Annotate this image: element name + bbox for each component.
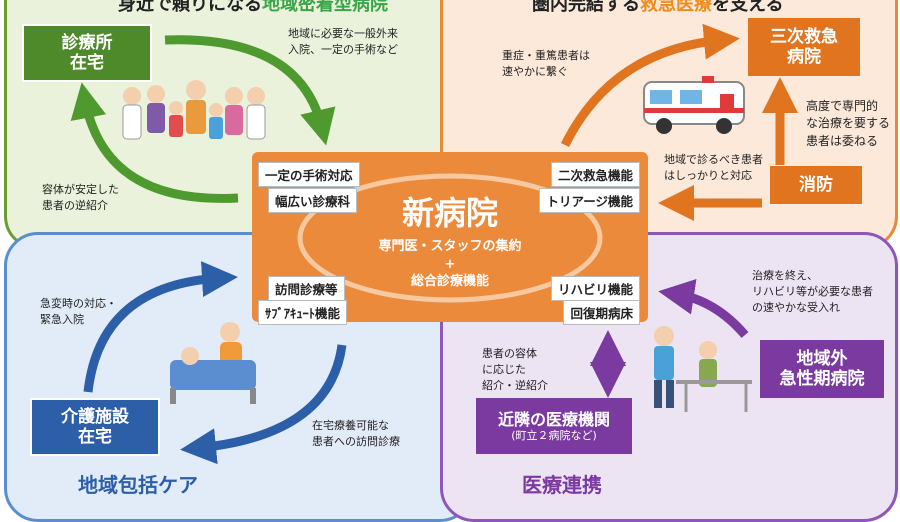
flow-arrows [70,23,798,465]
family-doctors-illustration [122,80,266,140]
note-br-top: 治療を終え、リハビリ等が必要な患者の速やかな受入れ [752,269,873,314]
new-hospital-panel: 新病院 専門医・スタッフの集約+総合診療機能 一定の手術対応 幅広い診療科 二次… [252,152,648,325]
ambulance-illustration [643,76,745,134]
note-tr-mid: 地域で診るべき患者はしっかりと対応 [664,153,763,182]
note-bl-bottom: 在宅療養可能な患者への訪問診療 [312,419,400,448]
note-br-mid: 患者の容体に応じた紹介・逆紹介 [482,347,548,392]
arrow-hospital-to-clinic [70,82,239,203]
note-tr-top: 重症・重篤患者は速やかに繋ぐ [502,49,590,78]
rehab-illustration [654,326,752,412]
tag-secondary-emergency: 二次救急機能 [550,162,640,187]
arrow-clinic-to-hospital [164,35,336,146]
tag-surgery: 一定の手術対応 [258,162,360,187]
note-bl-top: 急変時の対応・緊急入院 [40,297,117,326]
node-regional-acute: 地域外急性期病院 [760,340,884,398]
note-tl-top: 地域に必要な一般外来入院、一定の手術など [288,27,398,56]
tag-triage: トリアージ機能 [539,188,640,213]
caregiver-bed-illustration [170,322,256,404]
arrow-hospital-to-care [180,344,347,465]
node-fire-department: 消防 [770,166,862,204]
title-emergency: 圏内完結する救急医療を支える [532,0,784,15]
center-ellipse [297,173,603,303]
arrow-care-to-hospital [83,261,238,393]
arrow-regional-to-hospital [658,278,749,338]
note-tl-bottom: 容体が安定した患者の逆紹介 [42,183,119,212]
title-community-hospital: 身近で頼りになる地域密着型病院 [118,0,388,15]
tag-rehab: リハビリ機能 [550,276,640,301]
tag-subacute: ｻﾌﾞｱｷｭｰﾄ機能 [258,300,348,325]
node-clinic-home: 診療所在宅 [22,24,152,82]
node-tertiary-emergency: 三次救急病院 [748,18,860,76]
tag-departments: 幅広い診療科 [268,188,358,213]
node-care-facility: 介護施設在宅 [30,398,160,456]
note-tr-right: 高度で専門的な治療を要する患者は委ねる [806,99,891,148]
center-subtitle: 専門医・スタッフの集約+総合診療機能 [378,239,522,290]
tag-recovery-beds: 回復期病床 [563,300,640,325]
tag-home-visit: 訪問診療等 [268,276,345,301]
center-title: 新病院 [401,194,498,232]
arrow-hospital-to-tertiary [560,23,740,147]
node-nearby-institutions: 近隣の医療機関(町立２病院など) [476,398,632,454]
